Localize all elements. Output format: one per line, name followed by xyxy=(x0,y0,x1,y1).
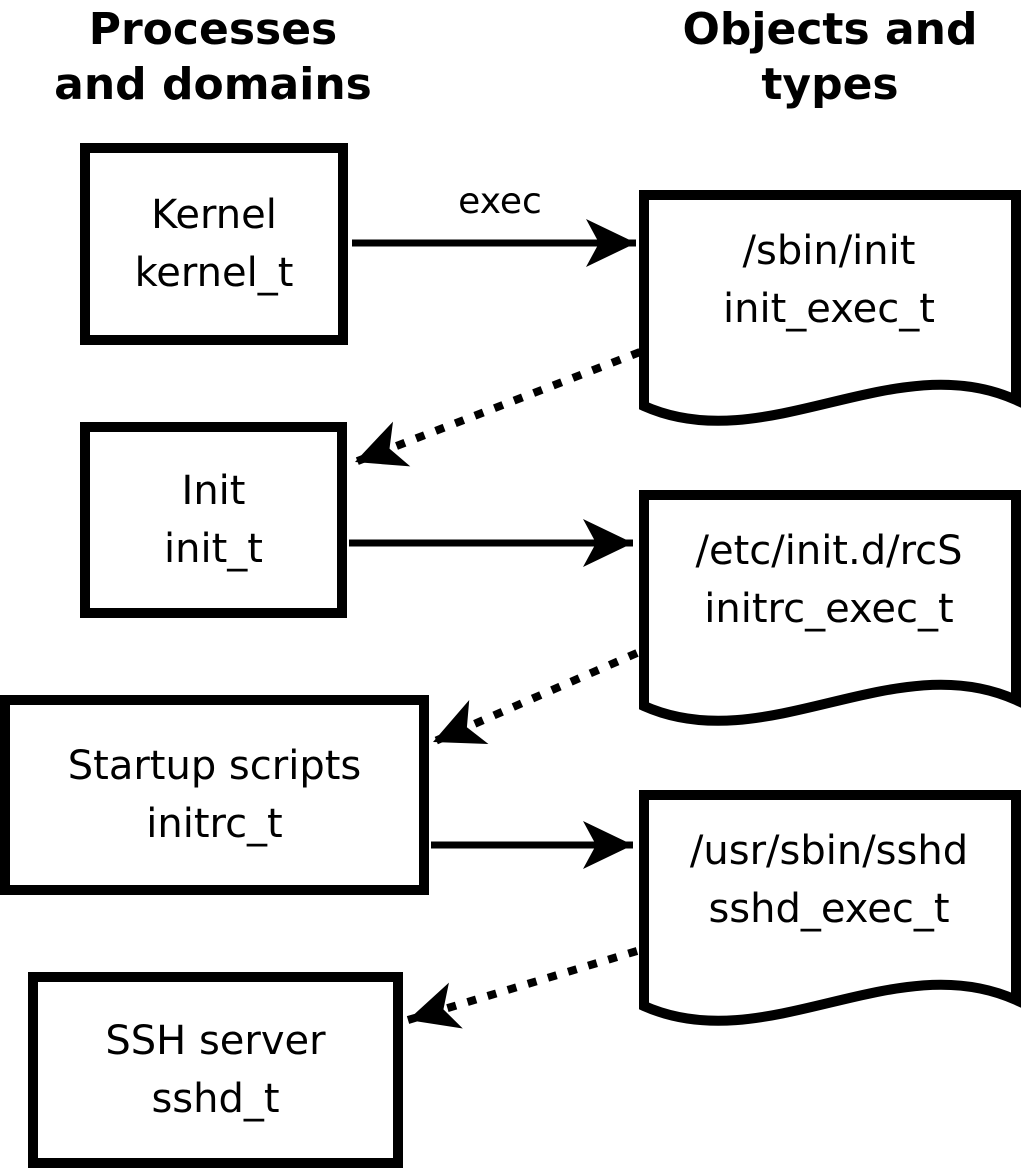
document-shape-usr-sbin-sshd xyxy=(639,790,1021,1026)
transition-arrow-sbin-init-to-init-t xyxy=(353,348,642,467)
exec-arrow-label: exec xyxy=(458,181,542,222)
transition-arrow-sshd-to-sshd-t xyxy=(406,947,639,1029)
domain-type: init_t xyxy=(164,526,263,572)
domain-type: kernel_t xyxy=(134,250,294,296)
object-type: sshd_exec_t xyxy=(708,886,950,932)
process-box-kernel: Kernel kernel_t xyxy=(80,143,348,345)
process-box-ssh-server: SSH server sshd_t xyxy=(28,972,403,1168)
object-path: /usr/sbin/sshd xyxy=(689,828,969,874)
object-type: init_exec_t xyxy=(723,286,935,332)
right-column-header: Objects and types xyxy=(645,2,1015,112)
document-shape-sbin-init xyxy=(639,190,1021,426)
object-label-usr-sbin-sshd: /usr/sbin/sshd sshd_exec_t xyxy=(650,800,1008,960)
process-name: Init xyxy=(181,468,246,514)
right-column-header-line1: Objects and xyxy=(682,4,978,55)
object-label-etc-initd-rcs: /etc/init.d/rcS initrc_exec_t xyxy=(650,500,1008,660)
domain-type: sshd_t xyxy=(151,1076,280,1122)
left-column-header: Processes and domains xyxy=(28,2,398,112)
process-box-init: Init init_t xyxy=(80,422,347,618)
object-path: /etc/init.d/rcS xyxy=(695,528,963,574)
process-box-startup-scripts: Startup scripts initrc_t xyxy=(0,695,429,895)
process-name: Kernel xyxy=(151,192,277,238)
transition-arrow-rcs-to-initrc-t xyxy=(431,649,639,746)
domain-type: initrc_t xyxy=(146,801,283,847)
object-path: /sbin/init xyxy=(742,228,916,274)
left-column-header-line1: Processes xyxy=(88,4,338,55)
left-column-header-line2: and domains xyxy=(54,59,372,110)
object-label-sbin-init: /sbin/init init_exec_t xyxy=(650,200,1008,360)
process-name: SSH server xyxy=(105,1018,326,1064)
right-column-header-line2: types xyxy=(761,59,899,110)
document-shape-etc-initd-rcs xyxy=(639,490,1021,726)
process-name: Startup scripts xyxy=(67,743,362,789)
object-type: initrc_exec_t xyxy=(704,586,954,632)
